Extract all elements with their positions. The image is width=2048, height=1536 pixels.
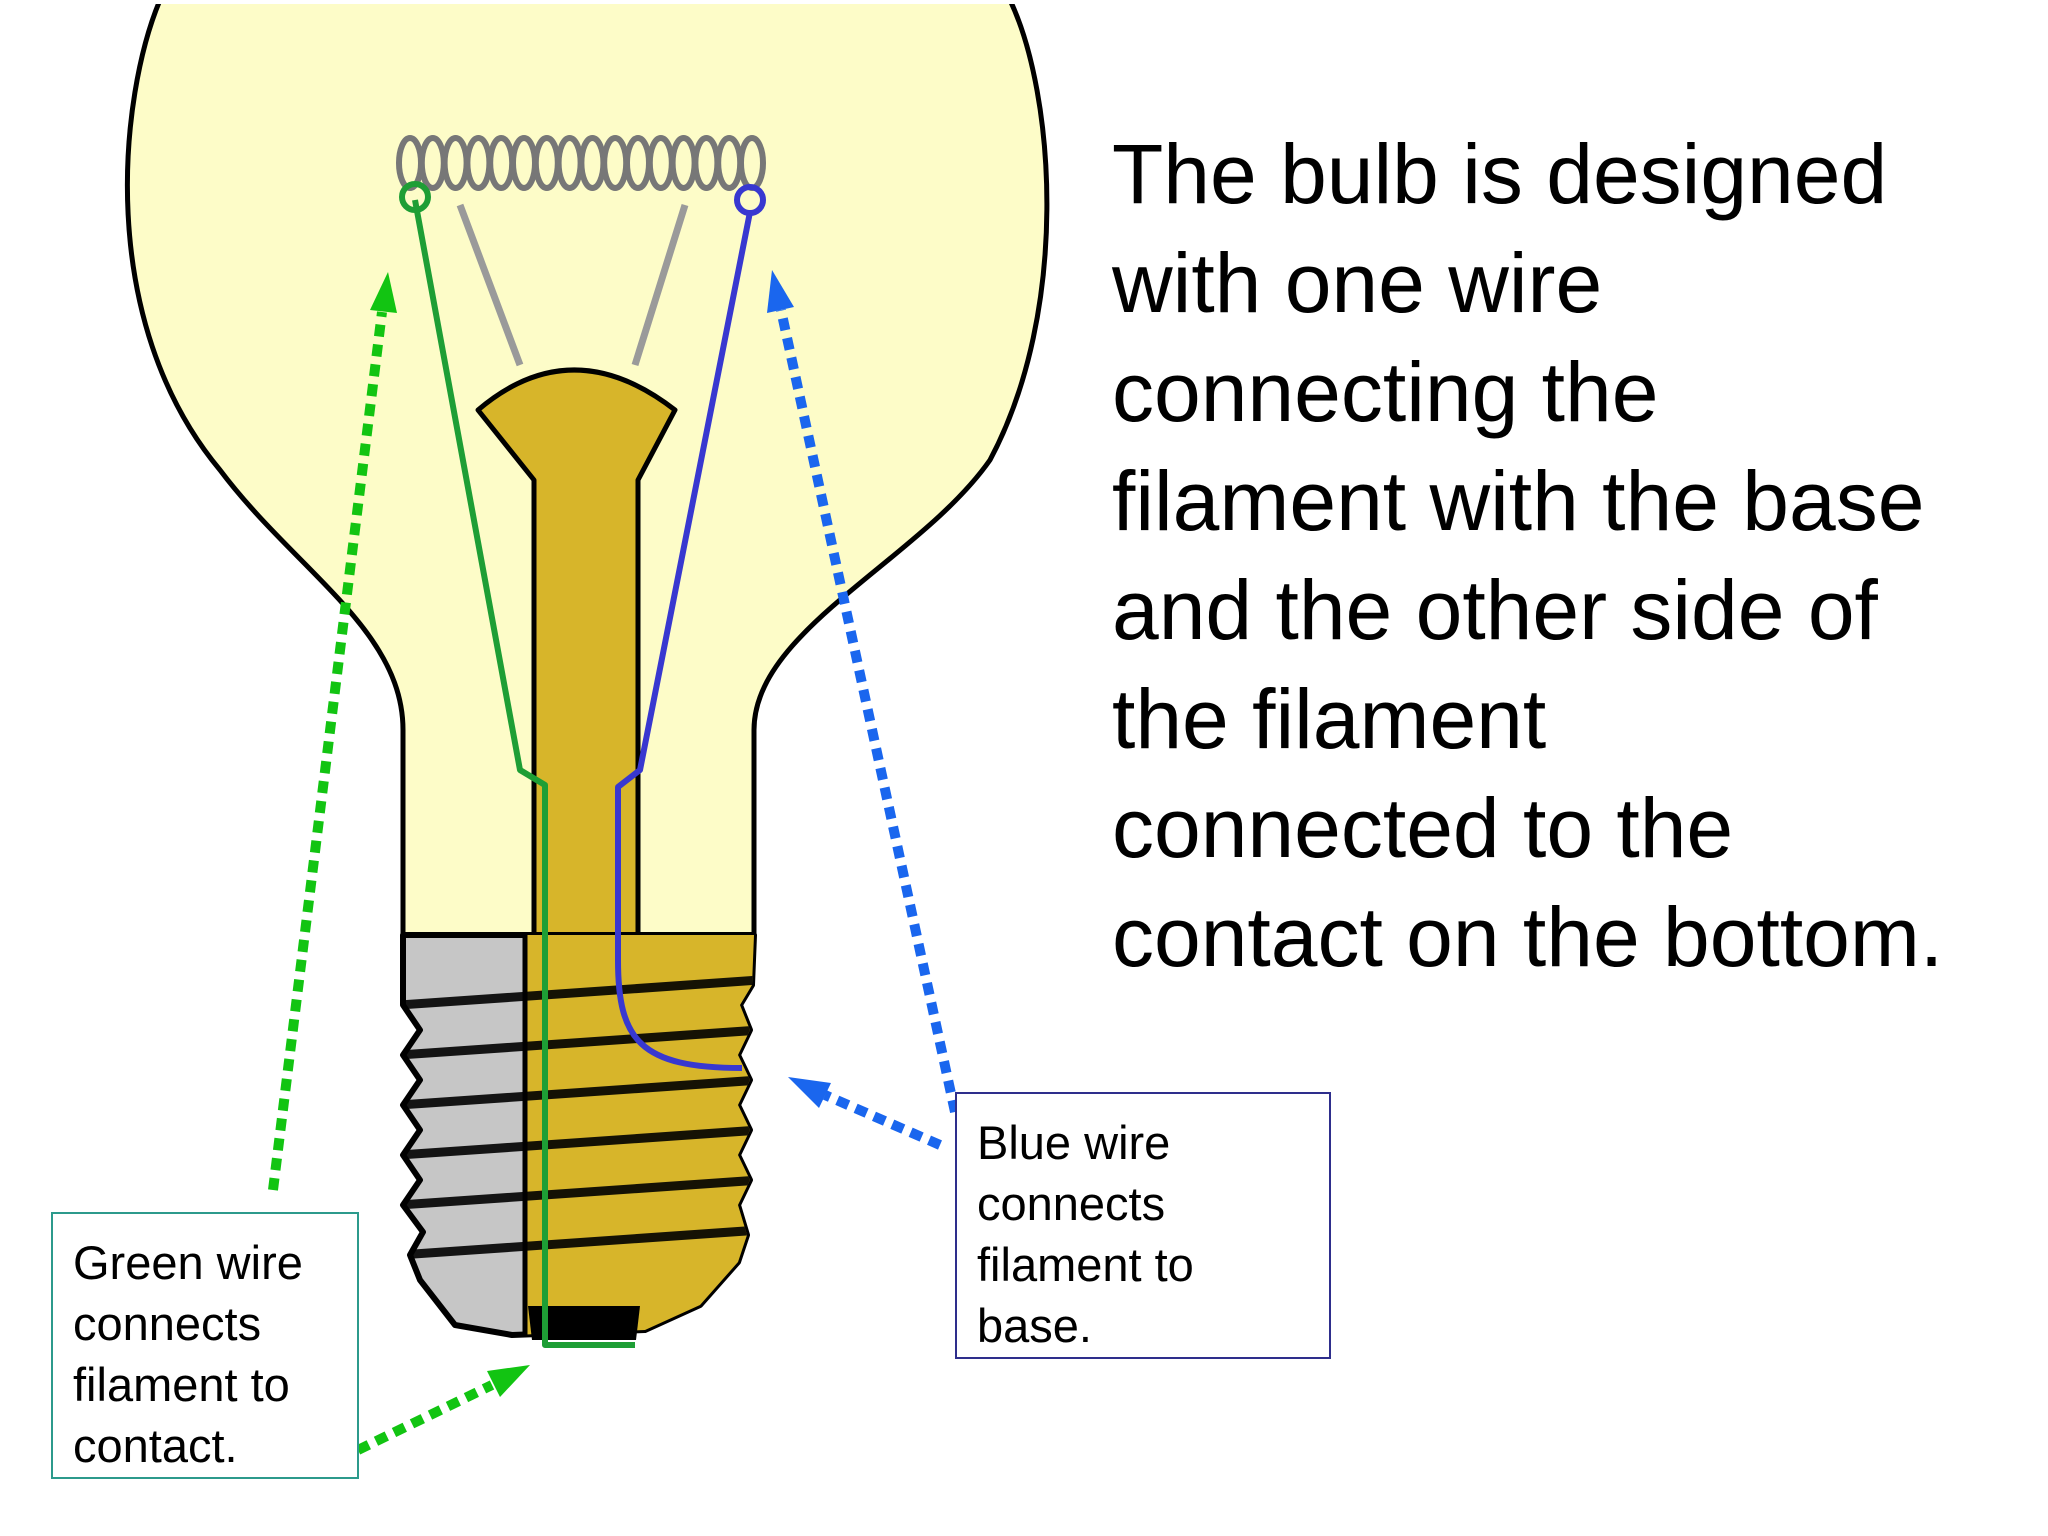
screw-threads: [403, 975, 754, 1260]
blue-arrow-to-filament: [767, 270, 960, 1114]
blue-arrow-to-base: [788, 1077, 942, 1150]
blue-wire-callout: Blue wire connects filament to base.: [955, 1092, 1331, 1359]
description-text: The bulb is designed with one wire conne…: [1112, 120, 2032, 992]
green-wire: [412, 199, 635, 1348]
green-arrow-to-filament: [268, 272, 397, 1191]
description-line: with one wire: [1112, 236, 1603, 330]
callout-line: contact.: [73, 1419, 238, 1472]
filament-support-right: [631, 203, 689, 367]
description-line: filament with the base: [1112, 454, 1925, 548]
blue-wire: [615, 211, 753, 1071]
base-contact: [528, 1306, 640, 1340]
blue-wire-loop: [734, 184, 766, 216]
callout-line: connects: [977, 1177, 1166, 1230]
callout-line: Green wire: [73, 1236, 303, 1289]
description-line: The bulb is designed: [1112, 127, 1888, 221]
callout-line: base.: [977, 1299, 1092, 1352]
green-wire-loop: [399, 181, 431, 213]
callout-line: filament to: [977, 1238, 1194, 1291]
description-line: the filament: [1112, 672, 1547, 766]
callout-line: filament to: [73, 1358, 290, 1411]
description-line: connecting the: [1112, 345, 1659, 439]
description-line: and the other side of: [1112, 563, 1878, 657]
green-wire-callout: Green wire connects filament to contact.: [51, 1212, 359, 1479]
description-line: contact on the bottom.: [1112, 890, 1944, 984]
glass-stem: [475, 367, 678, 938]
callout-line: Blue wire: [977, 1116, 1171, 1169]
glass-bulb-top-mask: [150, 0, 1030, 4]
filament-support-left: [456, 203, 524, 367]
description-line: connected to the: [1112, 781, 1734, 875]
green-arrow-to-contact: [355, 1365, 530, 1455]
callout-line: connects: [73, 1297, 262, 1350]
